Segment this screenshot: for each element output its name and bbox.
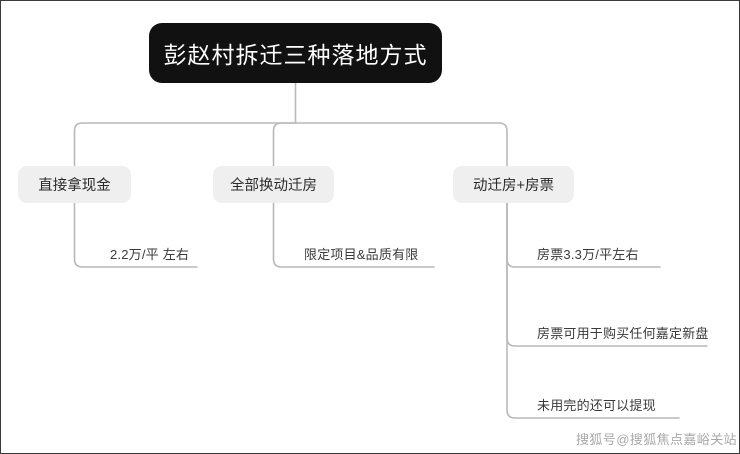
edge-branch0-leaf0 — [73, 202, 198, 268]
branch-node-housing-plus-voucher[interactable]: 动迁房+房票 — [453, 166, 574, 203]
branch-node-cash[interactable]: 直接拿现金 — [18, 166, 131, 203]
branch-node-relocation-housing[interactable]: 全部换动迁房 — [213, 166, 334, 203]
edge-bus-middle — [272, 122, 297, 167]
edge-branch2-leaf2 — [506, 202, 680, 419]
root-node[interactable]: 彭赵村拆迁三种落地方式 — [149, 23, 442, 83]
watermark-text: 搜狐号@搜狐焦点嘉峪关站 — [576, 432, 737, 447]
edge-bus-outer — [73, 122, 508, 167]
leaf-label: 房票可用于购买任何嘉定新盘 — [537, 326, 709, 341]
leaf-label: 房票3.3万/平左右 — [537, 247, 639, 262]
leaf-label: 限定项目&品质有限 — [304, 247, 419, 262]
edge-branch1-leaf0 — [272, 202, 435, 268]
leaf-label: 未用完的还可以提现 — [537, 398, 656, 413]
leaf-label: 2.2万/平 左右 — [110, 247, 190, 262]
